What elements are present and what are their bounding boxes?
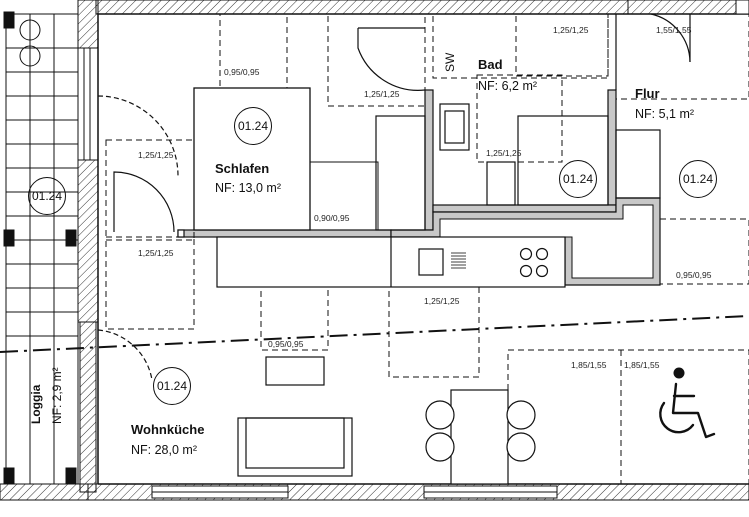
dim-095-lower: 0,95/0,95 [268, 339, 304, 349]
loggia-grid [3, 11, 79, 485]
room-tag-bad: 01.24 [559, 160, 597, 198]
dim-155-top: 1,55/1,55 [656, 25, 692, 35]
dim-185: 1,85/1,55 [571, 360, 607, 370]
room-tag-flur: 01.24 [679, 160, 717, 198]
dim-125-left-lower: 1,25/1,25 [138, 248, 174, 258]
room-area-wohnkueche: NF: 28,0 m² [131, 443, 197, 457]
dim-125-kitchen: 1,25/1,25 [424, 296, 460, 306]
dim-095-top: 0,95/0,95 [224, 67, 260, 77]
room-area-schlafen: NF: 13,0 m² [215, 181, 281, 195]
section-line [0, 315, 749, 353]
windows [77, 47, 558, 499]
room-name-loggia: Loggia [29, 384, 43, 424]
wheelchair-icon [659, 367, 716, 439]
room-area-loggia: NF: 2,9 m² [50, 367, 64, 424]
dim-125-bad-left: 1,25/1,25 [364, 89, 400, 99]
room-tag-schlafen: 01.24 [234, 107, 272, 145]
dim-095-kitchen-right: 0,95/0,95 [676, 270, 712, 280]
dim-125-top-right: 1,25/1,25 [553, 25, 589, 35]
room-name-flur: Flur [635, 86, 660, 101]
sw-label: SW [443, 52, 457, 72]
doors [97, 13, 691, 381]
room-area-flur: NF: 5,1 m² [635, 107, 695, 121]
room-area-bad: NF: 6,2 m² [478, 79, 538, 93]
sofa [237, 417, 353, 477]
room-name-wohnkueche: Wohnküche [131, 422, 205, 437]
room-tag-loggia: 01.24 [28, 177, 66, 215]
bathroom-fixtures [375, 103, 661, 231]
room-name-schlafen: Schlafen [215, 161, 270, 176]
coffee-table [265, 356, 325, 386]
dim-185b: 1,85/1,55 [624, 360, 660, 370]
dining-set [425, 389, 536, 485]
room-tag-wohnkueche: 01.24 [153, 367, 191, 405]
dim-125-left-upper: 1,25/1,25 [138, 150, 174, 160]
room-name-bad: Bad [478, 57, 503, 72]
kitchen-counter [216, 236, 566, 288]
dim-125-bad-mid: 1,25/1,25 [486, 148, 522, 158]
dim-090: 0,90/0,95 [314, 213, 350, 223]
